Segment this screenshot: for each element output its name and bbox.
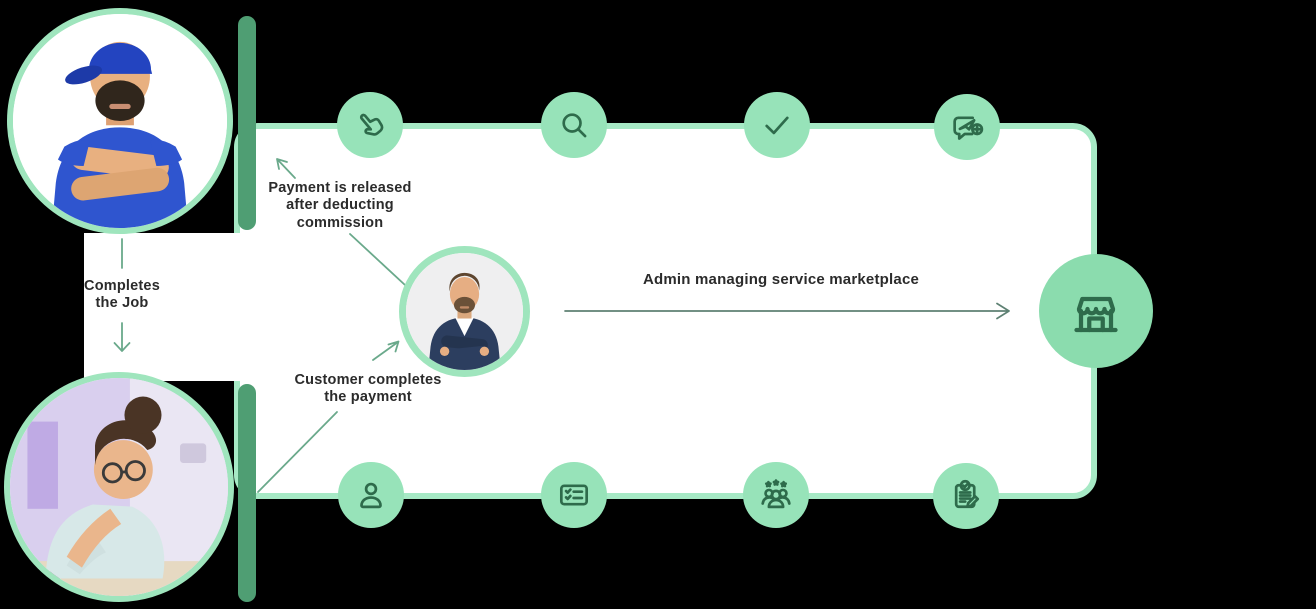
marketplace-circle	[1039, 254, 1153, 368]
customer-accent-bar	[238, 384, 256, 602]
customer-illustration	[10, 378, 228, 596]
check-icon	[765, 116, 789, 135]
bottom-icon-circle-1	[338, 462, 404, 528]
checklist-icon	[559, 484, 589, 506]
customer-payment-label: Customer completes the payment	[294, 372, 442, 406]
top-icon-circle-3	[744, 92, 810, 158]
rated-team-icon	[761, 479, 791, 509]
bottom-icon-circle-2	[541, 462, 607, 528]
post-request-icon	[953, 116, 984, 140]
admin-photo	[399, 246, 530, 377]
provider-illustration	[13, 14, 227, 228]
search-icon	[562, 113, 587, 138]
provider-accent-bar	[238, 16, 256, 230]
contract-review-icon	[954, 479, 980, 509]
left-connector-band	[84, 233, 254, 381]
storefront-icon	[1074, 296, 1118, 333]
profile-icon	[360, 482, 382, 509]
admin-illustration	[406, 253, 523, 370]
admin-managing-label: Admin managing service marketplace	[642, 271, 920, 288]
payment-released-label: Payment is released after deducting comm…	[268, 180, 412, 231]
top-icon-circle-2	[541, 92, 607, 158]
bottom-icon-circle-4	[933, 463, 999, 529]
provider-photo	[7, 8, 233, 234]
customer-photo	[4, 372, 234, 602]
top-icon-circle-1	[337, 92, 403, 158]
bottom-icon-circle-3	[743, 462, 809, 528]
completes-job-label: Completes the Job	[84, 278, 160, 312]
top-icon-circle-4	[934, 94, 1000, 160]
tap-select-icon	[359, 113, 384, 136]
